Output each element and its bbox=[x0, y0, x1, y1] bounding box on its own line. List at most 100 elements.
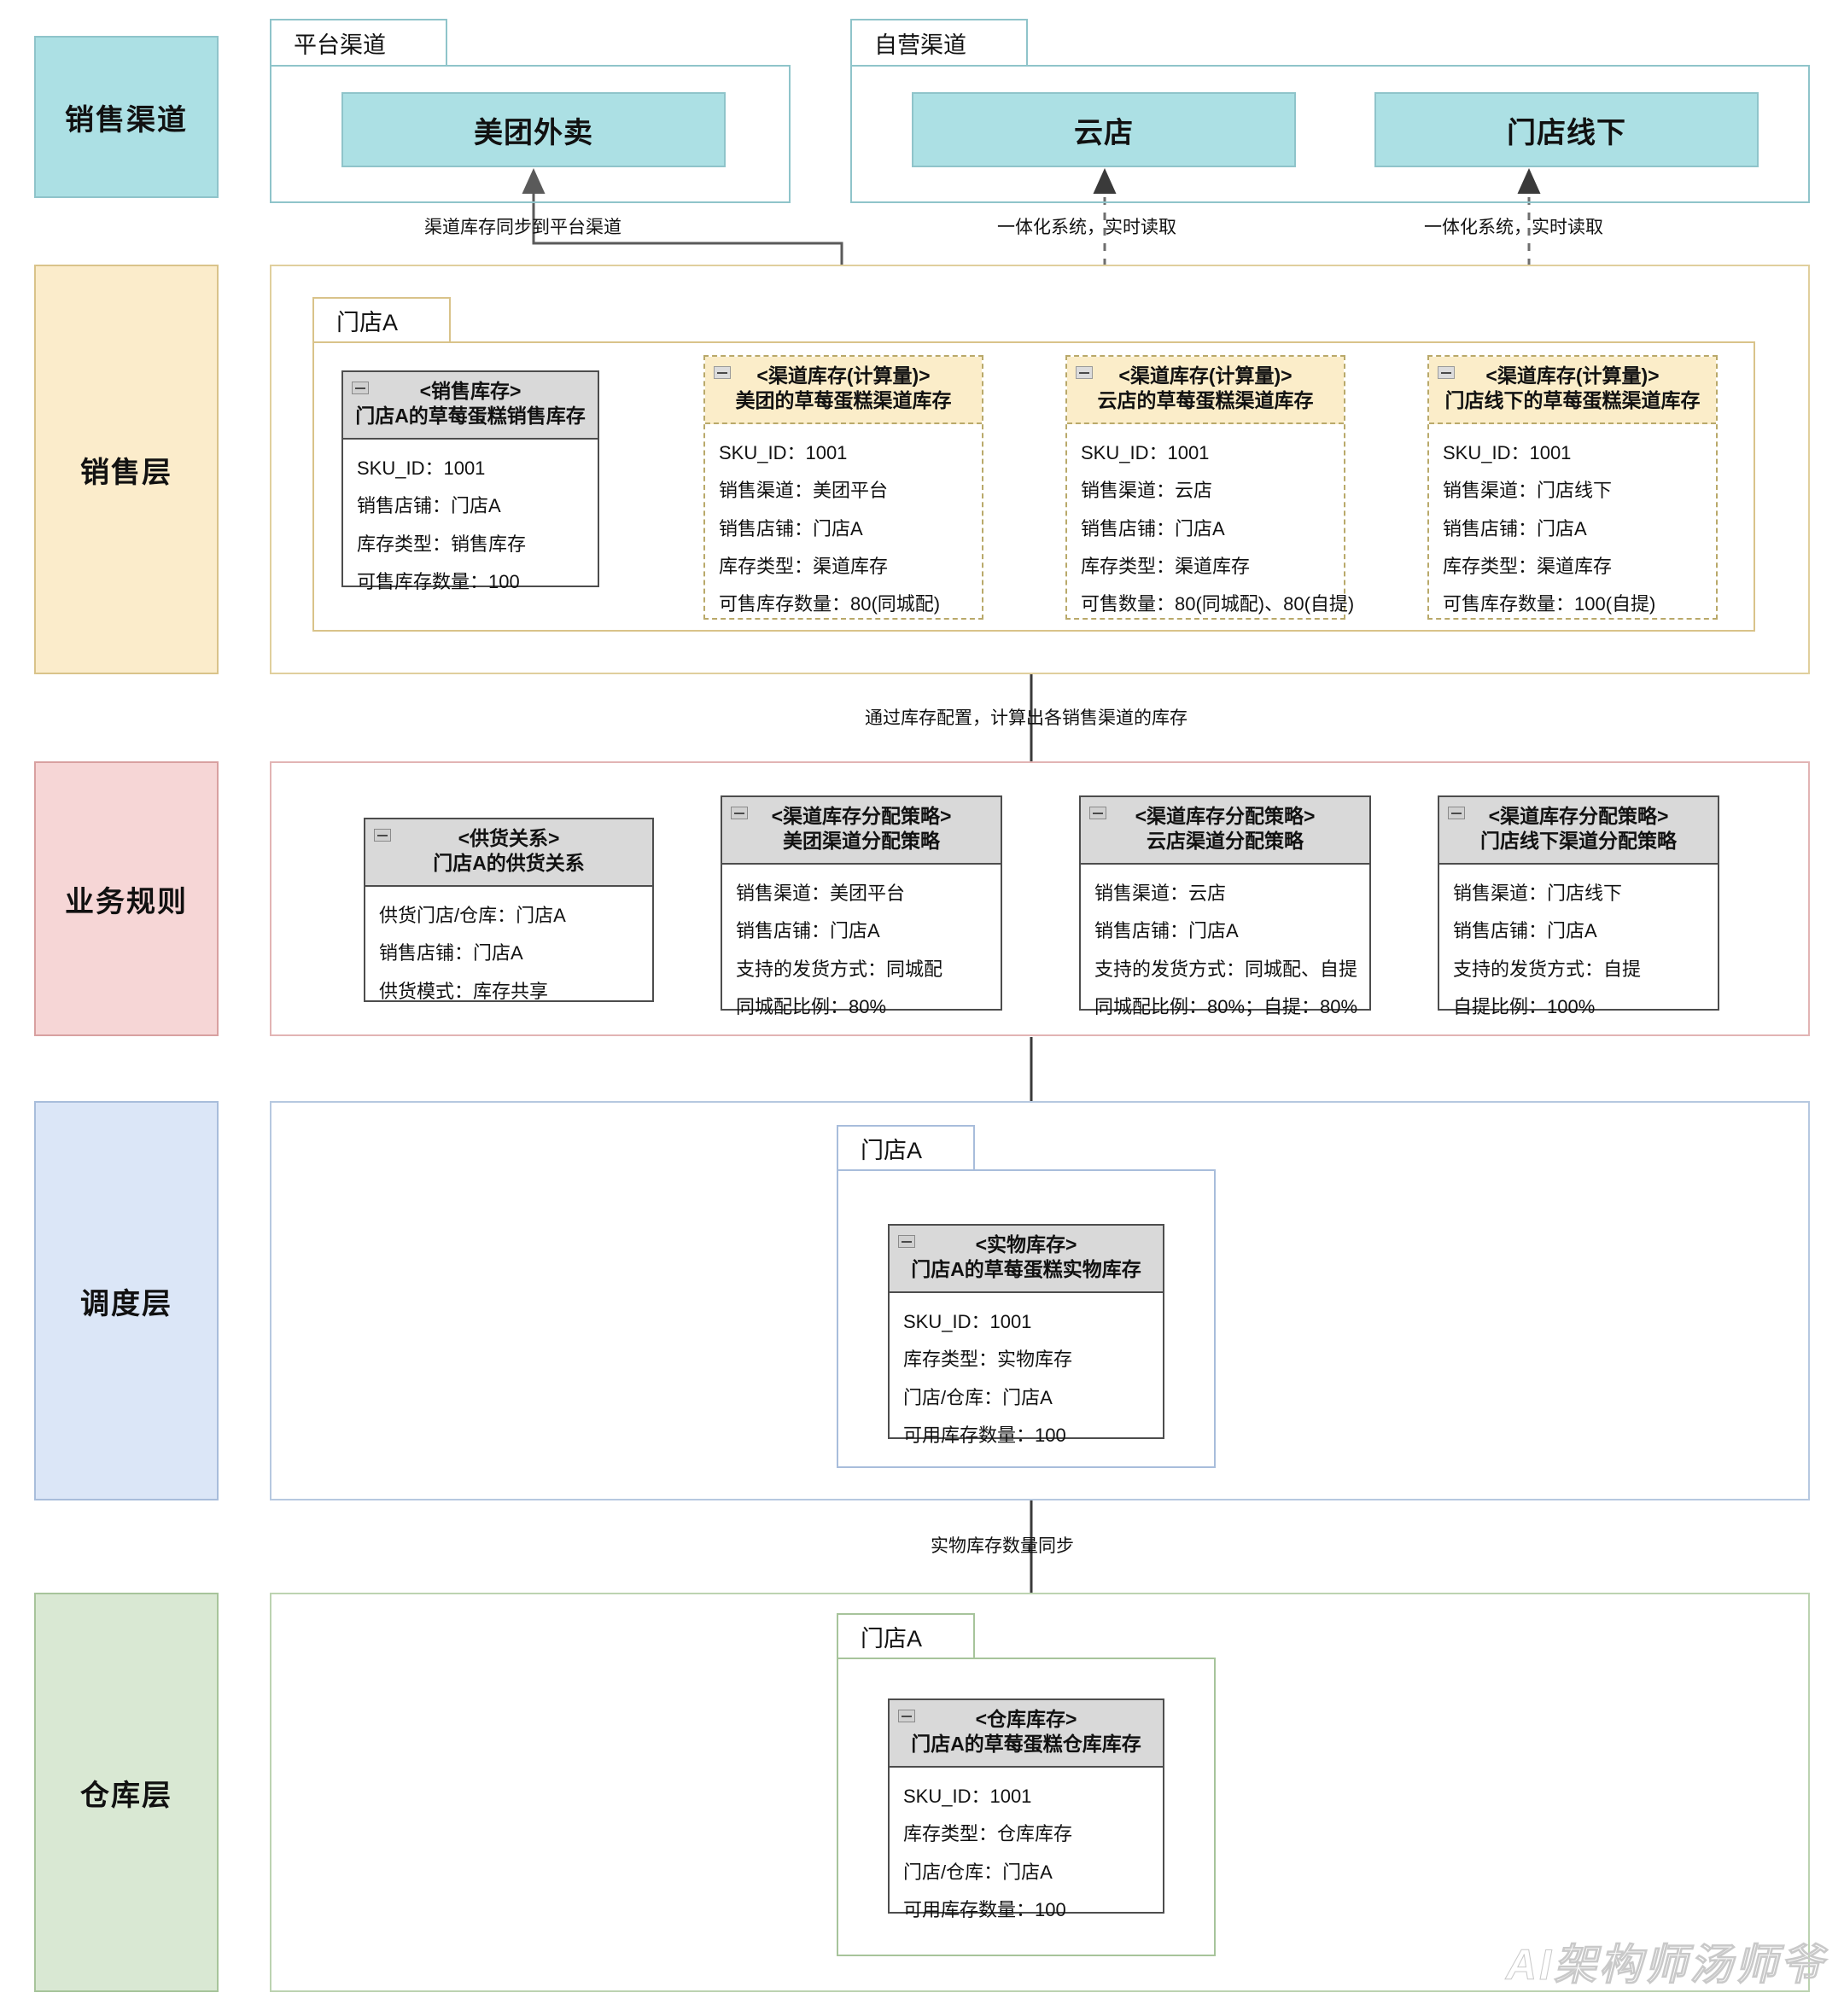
collapse-minus-icon[interactable] bbox=[731, 807, 748, 819]
card-body: 销售渠道：门店线下 销售店铺：门店A 支持的发货方式：自提 自提比例：100% bbox=[1439, 865, 1718, 1037]
card-row: SKU_ID：1001 bbox=[1443, 441, 1572, 463]
group-tab-label: 自营渠道 bbox=[874, 32, 966, 58]
collapse-minus-icon[interactable] bbox=[1438, 366, 1455, 379]
layer-chip-warehouse: 仓库层 bbox=[34, 1593, 219, 1992]
card-row: 销售渠道：美团平台 bbox=[719, 480, 889, 502]
layer-chip-sales-layer: 销售层 bbox=[34, 265, 219, 674]
group-tab-warehouse-store-a: 门店A bbox=[837, 1613, 975, 1659]
card-stereotype: <渠道库存分配策略> bbox=[1135, 805, 1316, 827]
card-row: 同城配比例：80% bbox=[736, 996, 887, 1018]
card-header: <供货关系> 门店A的供货关系 bbox=[365, 819, 652, 887]
group-body-warehouse-store-a bbox=[837, 1658, 1216, 1956]
card-row: SKU_ID：1001 bbox=[357, 457, 486, 479]
card-stereotype: <渠道库存(计算量)> bbox=[756, 364, 931, 387]
card-channel-inventory-cloudstore[interactable]: <渠道库存(计算量)> 云店的草莓蛋糕渠道库存 SKU_ID：1001 销售渠道… bbox=[1065, 355, 1354, 620]
group-body-warehouse-store-a-topline bbox=[975, 1658, 1216, 1659]
layer-label: 业务规则 bbox=[65, 885, 188, 918]
card-channel-inventory-meituan[interactable]: <渠道库存(计算量)> 美团的草莓蛋糕渠道库存 SKU_ID：1001 销售渠道… bbox=[703, 355, 983, 620]
card-row: 库存类型：渠道库存 bbox=[1443, 556, 1613, 578]
card-body: SKU_ID：1001 库存类型：仓库库存 门店/仓库：门店A 可用库存数量：1… bbox=[890, 1768, 1163, 1940]
card-header: <仓库库存> 门店A的草莓蛋糕仓库库存 bbox=[890, 1700, 1163, 1768]
card-header: <渠道库存分配策略> 门店线下渠道分配策略 bbox=[1439, 797, 1718, 865]
collapse-minus-icon[interactable] bbox=[1076, 366, 1093, 379]
card-header: <渠道库存分配策略> 美团渠道分配策略 bbox=[722, 797, 1001, 865]
collapse-minus-icon[interactable] bbox=[898, 1710, 915, 1722]
card-title: 门店A的供货关系 bbox=[433, 852, 585, 875]
card-row: 可售库存数量：80(同城配) bbox=[719, 593, 941, 615]
card-header: <销售库存> 门店A的草莓蛋糕销售库存 bbox=[343, 372, 598, 440]
card-row: 支持的发货方式：同城配 bbox=[736, 958, 943, 980]
card-body: SKU_ID：1001 销售渠道：云店 销售店铺：门店A 库存类型：渠道库存 可… bbox=[1067, 424, 1355, 634]
group-body-self-channel bbox=[850, 65, 1810, 203]
group-body-dispatch-store-a-topline bbox=[975, 1169, 1216, 1171]
card-row: 库存类型：销售库存 bbox=[357, 533, 527, 555]
card-row: 可售数量：80(同城配)、80(自提) bbox=[1081, 593, 1355, 615]
card-body: SKU_ID：1001 销售渠道：门店线下 销售店铺：门店A 库存类型：渠道库存… bbox=[1429, 424, 1716, 634]
collapse-minus-icon[interactable] bbox=[1448, 807, 1465, 819]
collapse-minus-icon[interactable] bbox=[352, 382, 369, 394]
group-tab-label: 门店A bbox=[336, 309, 399, 335]
channel-label: 美团外卖 bbox=[474, 116, 593, 149]
card-row: 库存类型：仓库库存 bbox=[903, 1823, 1073, 1845]
card-body: SKU_ID：1001 销售店铺：门店A 库存类型：销售库存 可售库存数量：10… bbox=[343, 440, 598, 612]
collapse-minus-icon[interactable] bbox=[374, 829, 391, 842]
card-title: 门店A的草莓蛋糕销售库存 bbox=[355, 405, 586, 428]
edge-label-rule-to-sales: 通过库存配置，计算出各销售渠道的库存 bbox=[865, 708, 1188, 728]
card-row: 销售渠道：云店 bbox=[1081, 480, 1213, 502]
card-warehouse-inventory[interactable]: <仓库库存> 门店A的草莓蛋糕仓库库存 SKU_ID：1001 库存类型：仓库库… bbox=[888, 1698, 1164, 1920]
edge-label-warehouse-to-dispatch: 实物库存数量同步 bbox=[931, 1536, 1074, 1556]
group-tab-sales-store-a: 门店A bbox=[312, 297, 451, 343]
card-header: <渠道库存(计算量)> 云店的草莓蛋糕渠道库存 bbox=[1067, 357, 1344, 424]
card-stereotype: <渠道库存(计算量)> bbox=[1485, 364, 1660, 387]
card-title: 云店的草莓蛋糕渠道库存 bbox=[1097, 389, 1314, 412]
card-header: <渠道库存(计算量)> 门店线下的草莓蛋糕渠道库存 bbox=[1429, 357, 1716, 424]
card-row: 销售店铺：门店A bbox=[357, 495, 501, 517]
edge-label-cloudstore-realtime: 一体化系统，实时读取 bbox=[997, 218, 1176, 237]
card-row: 销售店铺：门店A bbox=[379, 942, 523, 964]
card-row: SKU_ID：1001 bbox=[1081, 441, 1210, 463]
group-tab-dispatch-store-a: 门店A bbox=[837, 1125, 975, 1171]
card-channel-inventory-offline[interactable]: <渠道库存(计算量)> 门店线下的草莓蛋糕渠道库存 SKU_ID：1001 销售… bbox=[1427, 355, 1718, 620]
card-stereotype: <仓库库存> bbox=[975, 1708, 1077, 1730]
channel-offline-store[interactable]: 门店线下 bbox=[1374, 92, 1759, 167]
card-alloc-strategy-offline[interactable]: <渠道库存分配策略> 门店线下渠道分配策略 销售渠道：门店线下 销售店铺：门店A… bbox=[1438, 795, 1719, 1017]
card-row: 销售渠道：美团平台 bbox=[736, 882, 906, 904]
card-row: SKU_ID：1001 bbox=[719, 441, 848, 463]
card-title: 门店线下的草莓蛋糕渠道库存 bbox=[1444, 389, 1701, 412]
group-tab-platform-channel: 平台渠道 bbox=[270, 19, 447, 67]
card-physical-inventory[interactable]: <实物库存> 门店A的草莓蛋糕实物库存 SKU_ID：1001 库存类型：实物库… bbox=[888, 1224, 1164, 1446]
card-alloc-strategy-cloudstore[interactable]: <渠道库存分配策略> 云店渠道分配策略 销售渠道：云店 销售店铺：门店A 支持的… bbox=[1079, 795, 1371, 1017]
card-row: 销售渠道：门店线下 bbox=[1443, 480, 1613, 502]
collapse-minus-icon[interactable] bbox=[898, 1235, 915, 1248]
channel-meituan-waimai[interactable]: 美团外卖 bbox=[341, 92, 726, 167]
layer-label: 销售渠道 bbox=[65, 103, 188, 137]
collapse-minus-icon[interactable] bbox=[714, 366, 731, 379]
card-row: 可用库存数量：100 bbox=[903, 1425, 1066, 1447]
card-row: 库存类型：渠道库存 bbox=[719, 556, 889, 578]
card-row: 支持的发货方式：同城配、自提 bbox=[1094, 958, 1358, 980]
collapse-minus-icon[interactable] bbox=[1089, 807, 1106, 819]
card-title: 门店A的草莓蛋糕仓库库存 bbox=[911, 1733, 1141, 1756]
card-row: 供货模式：库存共享 bbox=[379, 980, 549, 1002]
card-row: 销售店铺：门店A bbox=[1453, 920, 1597, 942]
card-row: 销售渠道：门店线下 bbox=[1453, 882, 1623, 904]
card-sales-inventory[interactable]: <销售库存> 门店A的草莓蛋糕销售库存 SKU_ID：1001 销售店铺：门店A… bbox=[341, 370, 599, 592]
card-row: 支持的发货方式：自提 bbox=[1453, 958, 1642, 980]
card-row: 库存类型：实物库存 bbox=[903, 1349, 1073, 1371]
card-title: 门店线下渠道分配策略 bbox=[1480, 830, 1677, 853]
card-body: 销售渠道：云店 销售店铺：门店A 支持的发货方式：同城配、自提 同城配比例：80… bbox=[1081, 865, 1369, 1037]
card-row: SKU_ID：1001 bbox=[903, 1785, 1032, 1807]
card-title: 云店渠道分配策略 bbox=[1147, 830, 1304, 853]
card-row: 同城配比例：80%；自提：80% bbox=[1094, 996, 1358, 1018]
group-tab-label: 门店A bbox=[861, 1625, 923, 1652]
channel-cloud-store[interactable]: 云店 bbox=[912, 92, 1296, 167]
card-title: 美团渠道分配策略 bbox=[783, 830, 940, 853]
card-stereotype: <销售库存> bbox=[419, 380, 522, 402]
card-row: 可售库存数量：100(自提) bbox=[1443, 593, 1656, 615]
card-body: SKU_ID：1001 库存类型：实物库存 门店/仓库：门店A 可用库存数量：1… bbox=[890, 1293, 1163, 1465]
group-body-platform-channel-topline bbox=[446, 65, 791, 67]
card-supply-relation[interactable]: <供货关系> 门店A的供货关系 供货门店/仓库：门店A 销售店铺：门店A 供货模… bbox=[364, 818, 654, 1002]
group-tab-self-channel: 自营渠道 bbox=[850, 19, 1028, 67]
card-stereotype: <渠道库存分配策略> bbox=[1488, 805, 1669, 827]
card-alloc-strategy-meituan[interactable]: <渠道库存分配策略> 美团渠道分配策略 销售渠道：美团平台 销售店铺：门店A 支… bbox=[721, 795, 1002, 1017]
